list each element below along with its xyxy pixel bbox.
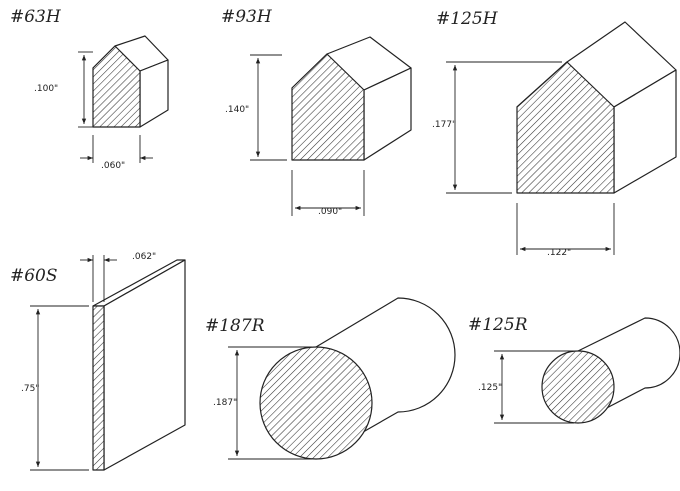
187r-cross-section — [259, 346, 373, 460]
profile-125h: #125H .177" .122" — [432, 9, 677, 258]
125h-height-dimension: .177" — [432, 120, 456, 130]
profile-label-187r: #187R — [205, 316, 265, 336]
profile-60s: #60S .062" .75" — [10, 252, 186, 471]
60s-side-face — [103, 259, 186, 471]
125h-cross-section — [516, 61, 615, 194]
60s-cross-section — [92, 305, 105, 471]
63h-height-dimension: .100" — [34, 84, 58, 94]
93h-height-dimension: .140" — [225, 105, 249, 115]
93h-cross-section — [291, 53, 365, 161]
187r-diameter-dimension: .187" — [213, 398, 237, 408]
125r-cross-section — [541, 350, 615, 424]
63h-width-dimension: .060" — [101, 161, 125, 171]
60s-height-dimension: .75" — [21, 384, 39, 394]
profile-label-60s: #60S — [10, 266, 58, 286]
63h-cross-section — [92, 45, 141, 128]
60s-thickness-dimension: .062" — [132, 252, 156, 262]
125r-diameter-dimension: .125" — [478, 383, 502, 393]
profile-label-125r: #125R — [468, 315, 528, 335]
63h-side-face — [139, 59, 169, 128]
profile-label-63h: #63H — [10, 7, 62, 27]
profile-187r: #187R .187" — [205, 297, 456, 460]
93h-width-dimension: .090" — [318, 207, 342, 217]
profile-label-125h: #125H — [436, 9, 499, 29]
profile-63h: #63H .100" .060" — [10, 7, 169, 171]
125h-width-dimension: .122" — [547, 248, 571, 258]
profile-label-93h: #93H — [221, 7, 273, 27]
profile-125r: #125R .125" — [468, 315, 680, 424]
profile-93h: #93H .140" .090" — [221, 7, 412, 217]
